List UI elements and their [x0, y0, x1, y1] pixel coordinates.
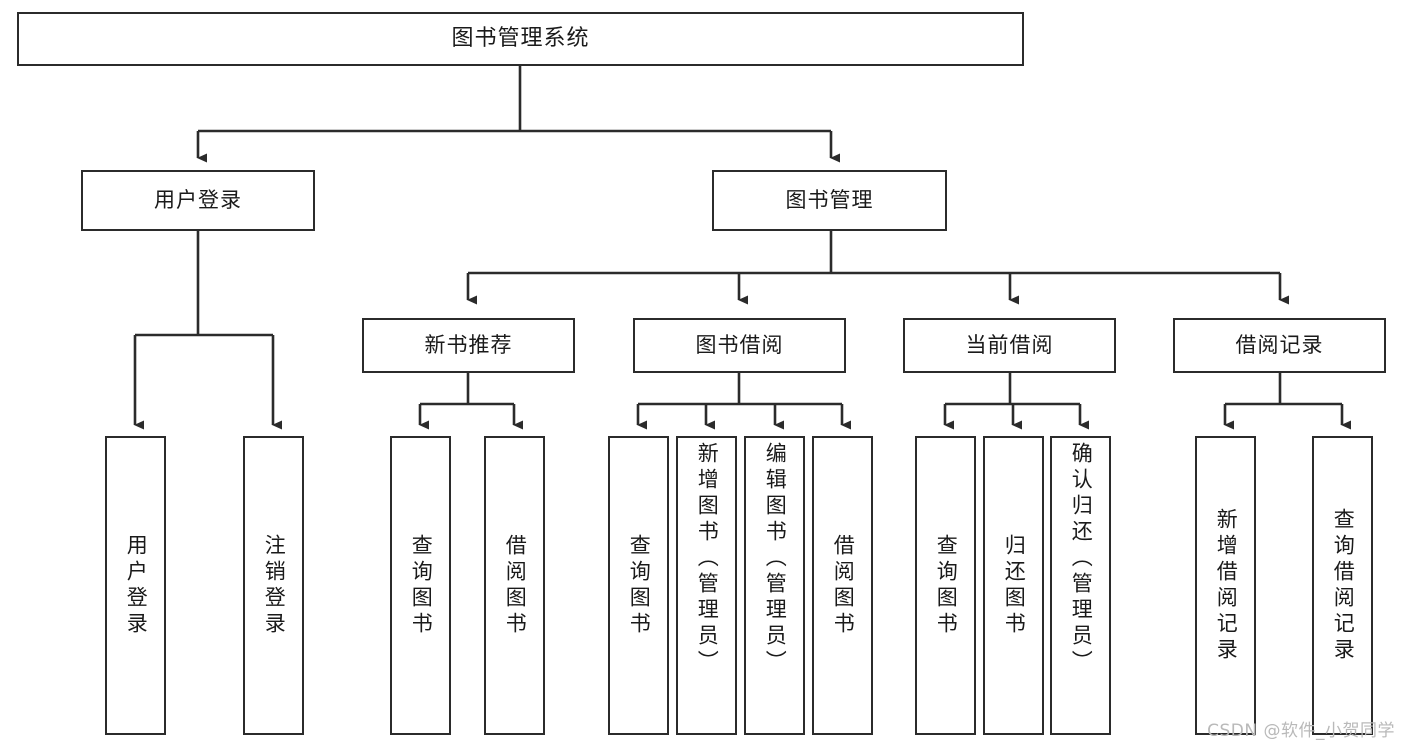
- node-user-login[interactable]: 用户登录: [81, 170, 315, 231]
- node-label: 用户登录: [154, 188, 242, 212]
- node-new-book-recommend[interactable]: 新书推荐: [362, 318, 575, 373]
- leaf-user-login[interactable]: 用户登录: [105, 436, 166, 735]
- leaf-query-book-3[interactable]: 查询图书: [915, 436, 976, 735]
- node-label: 借阅记录: [1235, 333, 1324, 357]
- node-label: 图书管理: [785, 188, 874, 212]
- leaf-query-record[interactable]: 查询借阅记录: [1312, 436, 1373, 735]
- node-book-manage[interactable]: 图书管理: [712, 170, 947, 231]
- node-label: 新增图书（管理员）: [695, 442, 720, 676]
- node-label: 归还图书: [1002, 533, 1027, 638]
- node-label: 查询借阅记录: [1331, 507, 1356, 664]
- leaf-add-book[interactable]: 新增图书（管理员）: [676, 436, 737, 735]
- leaf-query-book-1[interactable]: 查询图书: [390, 436, 451, 735]
- node-label: 查询图书: [627, 533, 652, 638]
- node-current-borrow[interactable]: 当前借阅: [903, 318, 1116, 373]
- node-label: 注销登录: [262, 533, 287, 638]
- leaf-confirm-return[interactable]: 确认归还（管理员）: [1050, 436, 1111, 735]
- leaf-query-book-2[interactable]: 查询图书: [608, 436, 669, 735]
- node-label: 用户登录: [124, 533, 149, 638]
- node-label: 图书管理系统: [451, 26, 590, 51]
- node-label: 当前借阅: [965, 333, 1054, 357]
- leaf-borrow-book-2[interactable]: 借阅图书: [812, 436, 873, 735]
- node-label: 确认归还（管理员）: [1069, 442, 1094, 676]
- node-label: 查询图书: [934, 533, 959, 638]
- leaf-add-record[interactable]: 新增借阅记录: [1195, 436, 1256, 735]
- leaf-user-logout[interactable]: 注销登录: [243, 436, 304, 735]
- leaf-return-book[interactable]: 归还图书: [983, 436, 1044, 735]
- leaf-edit-book[interactable]: 编辑图书（管理员）: [744, 436, 805, 735]
- node-book-borrow[interactable]: 图书借阅: [633, 318, 846, 373]
- csdn-watermark: CSDN @软件_小贺同学: [1207, 721, 1395, 741]
- node-label: 图书借阅: [695, 333, 784, 357]
- node-borrow-record[interactable]: 借阅记录: [1173, 318, 1386, 373]
- node-label: 编辑图书（管理员）: [763, 442, 788, 676]
- node-label: 借阅图书: [503, 533, 528, 638]
- node-label: 新书推荐: [424, 333, 513, 357]
- node-label: 新增借阅记录: [1214, 507, 1239, 664]
- node-label: 查询图书: [409, 533, 434, 638]
- node-root-system[interactable]: 图书管理系统: [17, 12, 1024, 66]
- node-label: 借阅图书: [831, 533, 856, 638]
- leaf-borrow-book-1[interactable]: 借阅图书: [484, 436, 545, 735]
